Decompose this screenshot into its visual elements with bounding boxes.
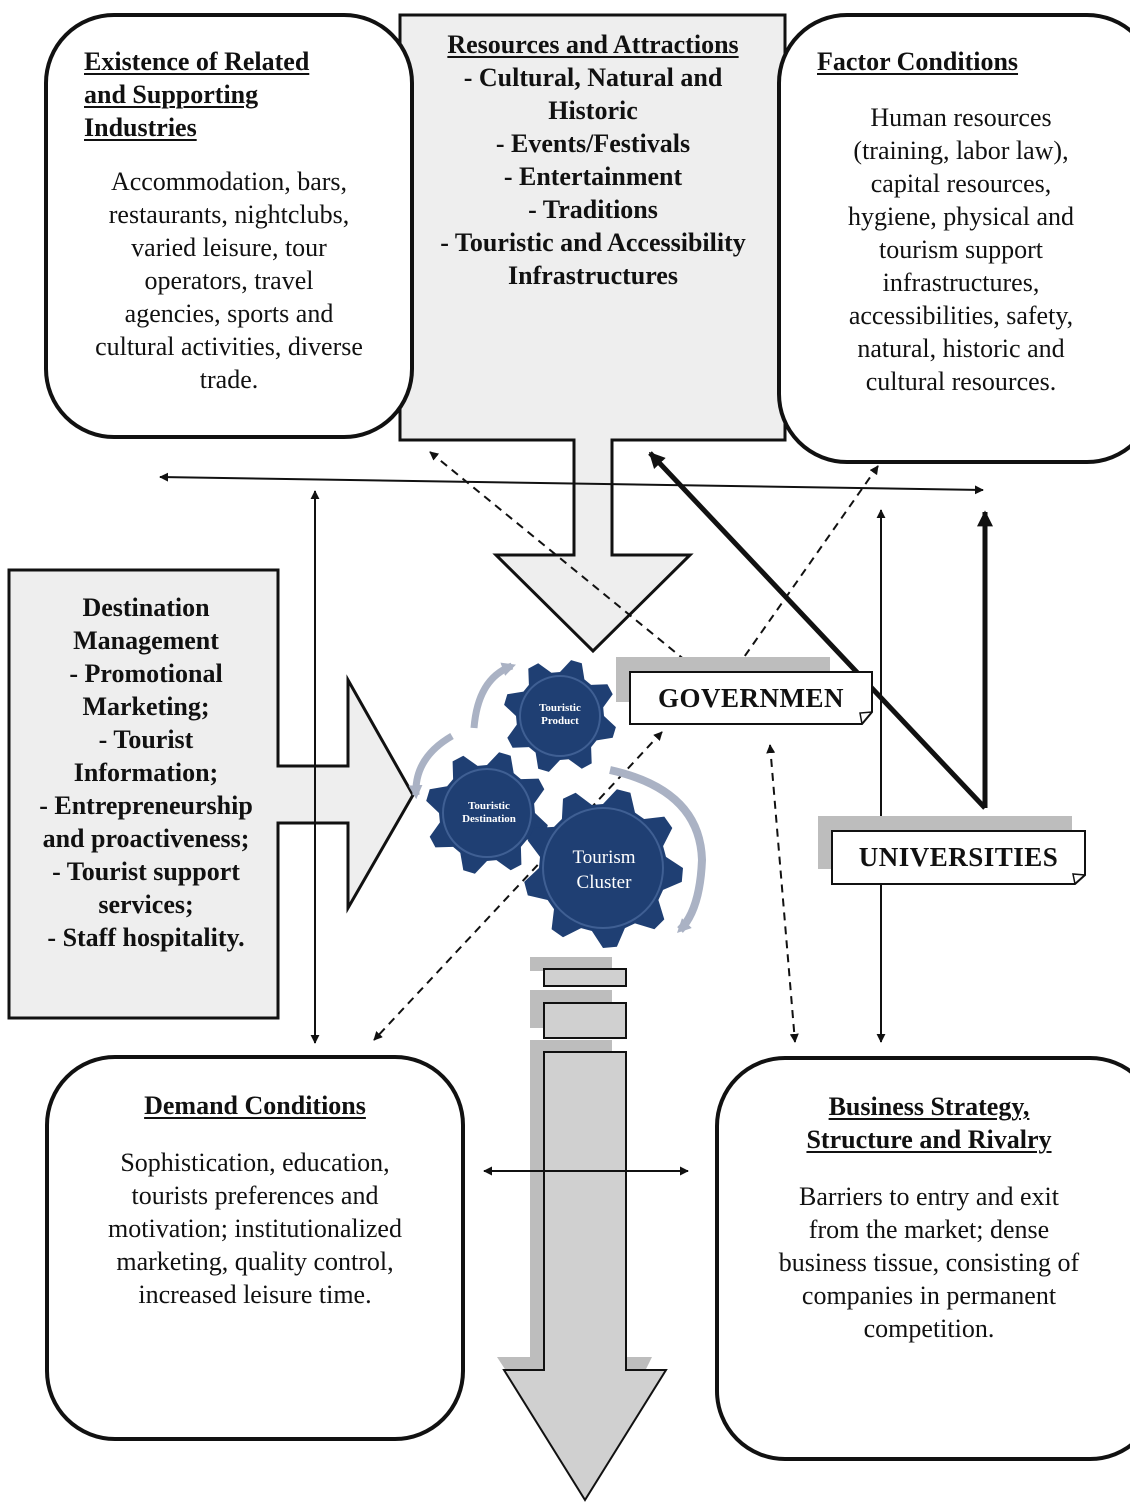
gear-label-cluster: Tourism Cluster <box>572 847 636 893</box>
gear-touristic-product-rim <box>519 675 601 757</box>
gear-label-product: Touristic Product <box>539 702 581 727</box>
factor-conditions-body: Human resources (training, labor law), c… <box>848 103 1074 396</box>
universities-box <box>831 830 1086 885</box>
rotation-arc-right <box>609 766 707 933</box>
destination-management-text: Destination Management - Promotional Mar… <box>39 593 253 952</box>
gear-touristic-destination <box>426 752 548 874</box>
gear-tourism-cluster <box>524 789 683 948</box>
government-box <box>629 671 873 725</box>
gear-label-destination: Touristic Destination <box>462 800 516 825</box>
gears <box>426 660 683 948</box>
dashed-arrow-government-demand <box>373 731 663 1041</box>
business-strategy-box: Business Strategy, Structure and Rivalry… <box>715 1056 1130 1461</box>
universities-label: UNIVERSITIES <box>858 842 1059 872</box>
dashed-arrow-government-business <box>766 744 799 1043</box>
rotation-arc-left <box>408 732 454 800</box>
gear-touristic-destination-rim <box>442 768 532 858</box>
resources-text: Resources and Attractions - Cultural, Na… <box>440 30 746 290</box>
gear-tourism-cluster-rim <box>542 807 664 929</box>
arrow-universities-to-resources <box>648 451 987 810</box>
business-strategy-body: Barriers to entry and exit from the mark… <box>778 1182 1080 1343</box>
factor-conditions-title: Factor Conditions <box>817 47 1019 76</box>
demand-conditions-body: Sophistication, education, tourists pref… <box>108 1148 402 1309</box>
output-down-arrow <box>497 957 668 1502</box>
demand-conditions-title: Demand Conditions <box>144 1091 366 1120</box>
dashed-arrow-resources-government <box>429 451 698 671</box>
factor-conditions-box: Factor Conditions Human resources (train… <box>777 13 1130 464</box>
government-label: GOVERNMEN <box>658 682 844 713</box>
related-industries-title: Existence of Related and Supporting Indu… <box>84 47 310 142</box>
business-strategy-title: Business Strategy, Structure and Rivalry <box>806 1092 1052 1154</box>
demand-conditions-box: Demand Conditions Sophistication, educat… <box>45 1055 465 1441</box>
arrow-top-horizontal <box>159 472 984 495</box>
related-industries-body: Accommodation, bars, restaurants, nightc… <box>95 167 363 394</box>
related-industries-box: Existence of Related and Supporting Indu… <box>44 13 414 439</box>
rotation-arc-top <box>470 662 516 729</box>
